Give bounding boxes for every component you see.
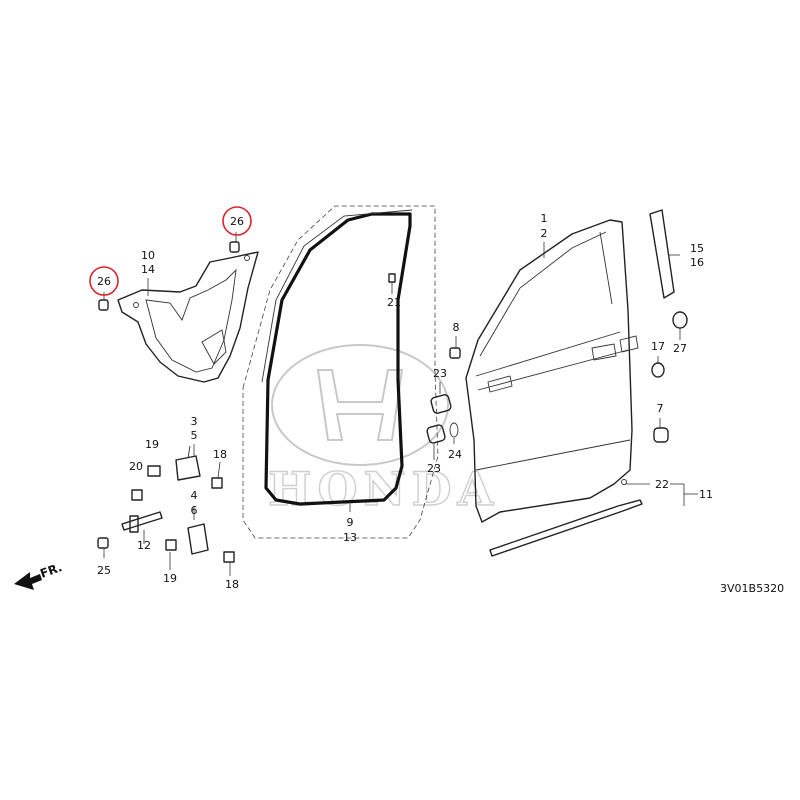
door-inner-panel [117,251,259,383]
callout-27[interactable]: 27 [673,342,687,355]
front-arrow-icon [14,572,42,590]
callout-1[interactable]: 1 [541,212,548,225]
callout-5[interactable]: 5 [191,429,198,442]
callout-7[interactable]: 7 [657,402,664,415]
grommet-23-upper [430,394,452,414]
callout-26-lower[interactable]: 26 [97,275,111,288]
bolt-20 [131,489,143,501]
honda-watermark-logo-h [316,369,404,441]
callout-10[interactable]: 10 [141,249,155,262]
upper-hinge-3-5 [175,445,201,481]
door-weatherstrip [242,205,439,539]
callout-25[interactable]: 25 [97,564,111,577]
door-molding-11 [489,499,643,557]
honda-watermark-logo-ring [271,344,449,466]
honda-watermark: HONDA [267,344,499,517]
weatherstrip-group-outline [242,205,439,539]
highlight-circle-26-upper [222,206,252,236]
callout-9[interactable]: 9 [347,516,354,529]
callout-3[interactable]: 3 [191,415,198,428]
callout-19-lower[interactable]: 19 [163,572,177,585]
callout-4[interactable]: 4 [191,489,198,502]
clip-22 [621,479,627,485]
front-direction-marker: FR. [14,560,64,590]
callout-12[interactable]: 12 [137,539,151,552]
callout-6[interactable]: 6 [191,504,198,517]
nut-26-upper [229,241,240,253]
lower-hinge-4-6 [187,523,209,555]
callout-20[interactable]: 20 [129,460,143,473]
nut-25 [97,537,109,549]
bolt-18-lower [223,551,235,563]
bolt-19-upper [147,465,161,477]
callout-23-lower[interactable]: 23 [427,462,441,475]
callout-24[interactable]: 24 [448,448,462,461]
clip-17 [651,362,665,378]
callout-26-upper[interactable]: 26 [230,215,244,228]
highlight-circle-26-lower [89,266,119,296]
callout-23-upper[interactable]: 23 [433,367,447,380]
callout-11[interactable]: 11 [699,488,713,501]
callout-15[interactable]: 15 [690,242,704,255]
callout-18-lower[interactable]: 18 [225,578,239,591]
diagram-code: 3V01B5320 [720,582,784,595]
clip-8 [449,347,461,359]
honda-watermark-text: HONDA [268,462,499,516]
callout-13[interactable]: 13 [343,531,357,544]
pillar-garnish [649,209,675,299]
callout-18-upper[interactable]: 18 [213,448,227,461]
door-shell [465,219,639,523]
callout-labels: 26 26 10 14 21 9 13 1 2 15 16 8 17 27 7 … [97,212,713,591]
grommet-23-lower [426,424,446,444]
callout-21[interactable]: 21 [387,296,401,309]
callout-8[interactable]: 8 [453,321,460,334]
callout-2[interactable]: 2 [541,227,548,240]
callout-22[interactable]: 22 [655,478,669,491]
bolt-18-upper [211,477,223,489]
callout-14[interactable]: 14 [141,263,155,276]
grommet-27 [672,311,688,329]
leader-lines [103,232,698,576]
bolt-19-lower [165,539,177,551]
callout-19-upper[interactable]: 19 [145,438,159,451]
plug-7 [653,427,669,443]
front-direction-label: FR. [38,560,64,581]
clip-21 [388,273,396,283]
seal-ring-24 [449,422,459,438]
callout-16[interactable]: 16 [690,256,704,269]
checker-12 [121,511,163,533]
callout-17[interactable]: 17 [651,340,665,353]
nut-26-lower [98,299,109,311]
